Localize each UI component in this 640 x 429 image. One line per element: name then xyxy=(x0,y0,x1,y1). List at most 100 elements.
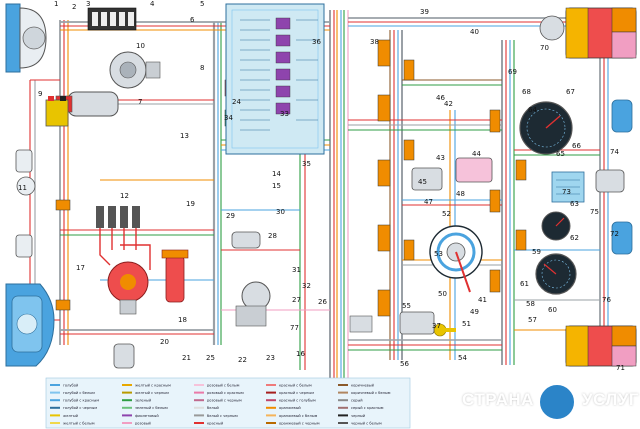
component-number: 31 xyxy=(292,266,301,274)
fan-motor xyxy=(539,15,565,41)
component-number: 76 xyxy=(602,296,611,304)
legend-label: розовый с белым xyxy=(207,383,240,387)
component-number: 12 xyxy=(120,192,129,200)
legend-label: голубой xyxy=(63,383,79,387)
component-number: 77 xyxy=(290,324,299,332)
component-number: 5 xyxy=(200,0,204,8)
legend-strip-background xyxy=(45,377,411,429)
component-number: 52 xyxy=(442,210,451,218)
watermark-word-2: УСЛУГ xyxy=(582,390,640,409)
front-headlight-left-top xyxy=(5,3,47,73)
legend-label: оранжевый с черным xyxy=(279,421,320,425)
watermark-badge: СТРАНА УСЛУГ xyxy=(462,382,639,422)
component-number: 13 xyxy=(180,132,189,140)
component-number: 36 xyxy=(312,38,321,46)
horn xyxy=(16,176,36,196)
rear-window-heater xyxy=(551,171,585,203)
component-number: 15 xyxy=(272,182,281,190)
component-number: 72 xyxy=(610,230,619,238)
component-number: 34 xyxy=(224,114,233,122)
component-number: 43 xyxy=(436,154,445,162)
component-number: 64 xyxy=(528,106,537,114)
component-number: 57 xyxy=(528,316,537,324)
component-number: 41 xyxy=(478,296,487,304)
legend-label: красный с белым xyxy=(279,383,312,387)
taillight-right-bottom xyxy=(565,325,637,367)
component-number: 62 xyxy=(570,234,579,242)
component-number: 70 xyxy=(540,44,549,52)
legend-label: желтый с красным xyxy=(135,383,171,387)
legend-label: черный xyxy=(351,414,366,418)
component-number: 16 xyxy=(296,350,305,358)
legend-label: розовый xyxy=(135,421,152,425)
component-number: 45 xyxy=(418,178,427,186)
component-number: 14 xyxy=(272,170,281,178)
legend-label: черный с белым xyxy=(351,421,382,425)
legend-label: красный с черным xyxy=(279,391,314,395)
side-repeater-left xyxy=(15,149,33,258)
component-number: 21 xyxy=(182,354,191,362)
ignition-distributor xyxy=(107,261,149,315)
component-number: 18 xyxy=(178,316,187,324)
legend-label: желтый с белым xyxy=(63,421,95,425)
component-number: 68 xyxy=(522,88,531,96)
component-number: 40 xyxy=(470,28,479,36)
component-number: 42 xyxy=(444,100,453,108)
heater-motor xyxy=(231,231,261,249)
wiper-motor xyxy=(235,281,271,327)
legend-label: серый xyxy=(351,399,363,403)
component-number: 53 xyxy=(434,250,443,258)
component-number: 69 xyxy=(508,68,517,76)
legend-label: серый с красным xyxy=(351,406,384,410)
component-number: 58 xyxy=(526,300,535,308)
spark-plugs xyxy=(96,206,140,228)
component-number: 32 xyxy=(302,282,311,290)
component-number: 55 xyxy=(402,302,411,310)
component-number: 8 xyxy=(200,64,204,72)
steering-column-switch xyxy=(411,157,493,191)
legend-label: фиолетовый xyxy=(135,414,159,418)
fuse-block xyxy=(225,3,325,155)
handshake-logo-icon xyxy=(538,383,576,421)
legend-label: розовый с красным xyxy=(207,391,244,395)
component-number: 60 xyxy=(548,306,557,314)
alternator xyxy=(109,51,161,89)
component-number: 61 xyxy=(520,280,529,288)
legend-label: оранжевый xyxy=(279,406,301,410)
component-number: 33 xyxy=(280,110,289,118)
component-number: 44 xyxy=(472,150,481,158)
watermark-word-1: СТРАНА xyxy=(462,390,534,409)
component-number: 26 xyxy=(318,298,327,306)
component-number: 73 xyxy=(562,188,571,196)
component-number: 48 xyxy=(456,190,465,198)
component-number: 3 xyxy=(86,0,90,8)
front-headlight-left-bottom xyxy=(5,283,55,367)
component-number: 29 xyxy=(226,212,235,220)
speedometer-gauge xyxy=(519,101,573,155)
component-number: 65 xyxy=(556,150,565,158)
legend-label: зеленый xyxy=(135,399,152,403)
component-number: 17 xyxy=(76,264,85,272)
legend-label: голубой с белым xyxy=(63,391,95,395)
ignition-switch xyxy=(429,225,483,293)
component-number: 22 xyxy=(238,356,247,364)
side-repeater-right xyxy=(611,99,633,255)
component-number: 28 xyxy=(268,232,277,240)
component-number: 4 xyxy=(150,0,155,8)
component-number: 39 xyxy=(420,8,429,16)
legend-label: белый xyxy=(207,406,220,410)
component-number: 37 xyxy=(432,322,441,330)
component-number: 10 xyxy=(136,42,145,50)
component-number: 35 xyxy=(302,160,311,168)
relay-panel xyxy=(87,7,137,31)
component-number: 9 xyxy=(38,90,42,98)
component-number: 71 xyxy=(616,364,625,372)
fuel-gauge xyxy=(541,211,571,241)
switch-block xyxy=(349,311,435,335)
component-number: 75 xyxy=(590,208,599,216)
tachometer-gauge xyxy=(535,253,577,295)
component-number: 38 xyxy=(370,38,379,46)
battery xyxy=(45,96,69,127)
